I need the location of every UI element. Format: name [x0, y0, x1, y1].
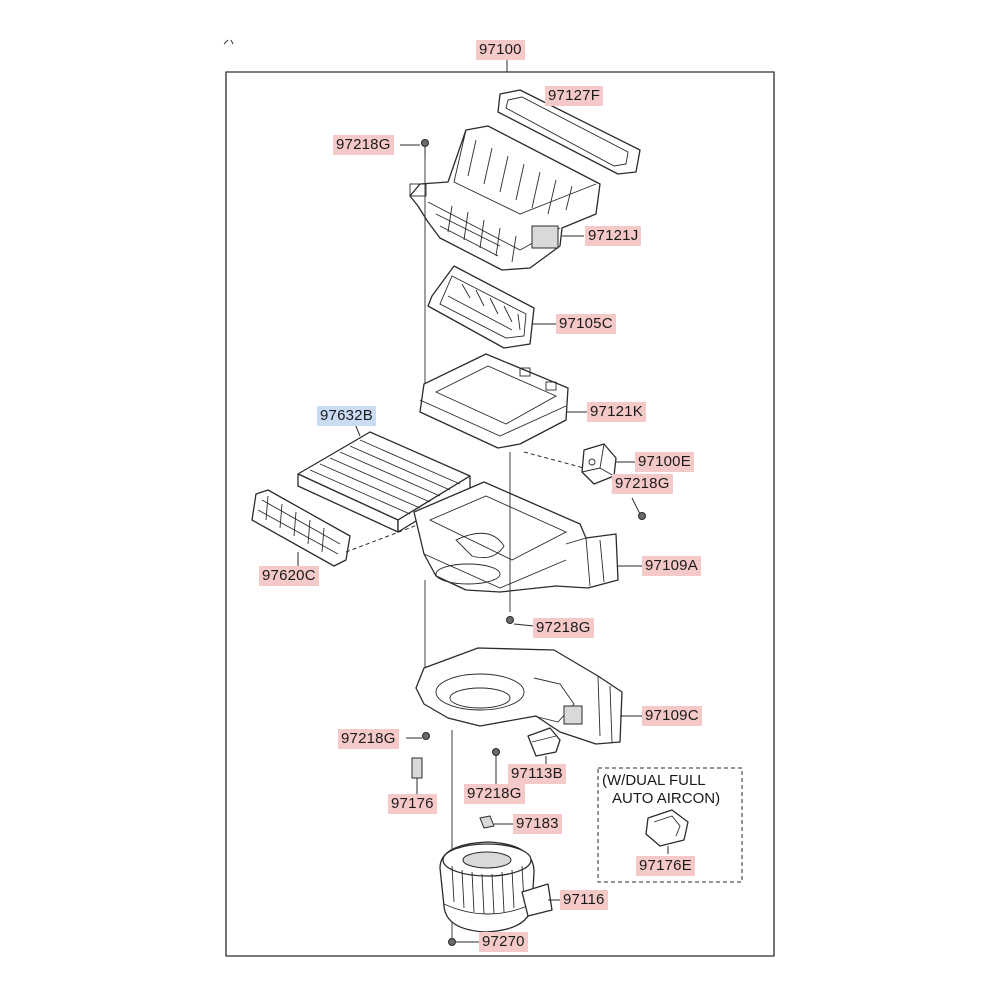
filter-cover-97620C — [251, 489, 351, 567]
label-97218G-top: 97218G — [333, 135, 394, 155]
blower-upper-case-97109A — [413, 481, 619, 593]
intake-lower-case-97121K — [419, 353, 569, 449]
label-97218G-low: 97218G — [464, 784, 525, 804]
label-97632B[interactable]: 97632B — [317, 406, 376, 426]
label-97270: 97270 — [479, 932, 528, 952]
label-97105C: 97105C — [556, 314, 616, 334]
label-97176: 97176 — [388, 794, 437, 814]
label-97620C: 97620C — [259, 566, 319, 586]
label-97183: 97183 — [513, 814, 562, 834]
label-97121K: 97121K — [587, 402, 646, 422]
screw-97218G-mid — [506, 616, 514, 624]
screw-97270 — [448, 938, 456, 946]
blower-lower-case-97109C — [415, 647, 623, 745]
label-97116: 97116 — [560, 890, 608, 910]
intake-upper-case-97121J — [409, 125, 601, 271]
blower-resistor-97113B — [527, 727, 561, 757]
intake-door-97105C — [427, 265, 535, 349]
sensor-97183 — [479, 815, 495, 829]
label-97127F: 97127F — [545, 86, 604, 106]
label-97109A: 97109A — [642, 556, 701, 576]
gasket-97127F — [497, 89, 641, 175]
assembly-frame — [225, 60, 775, 957]
blower-motor-97116 — [439, 841, 553, 933]
screw-97218G-low — [492, 748, 500, 784]
label-97176E: 97176E — [636, 856, 695, 876]
screw-97218G-right — [631, 497, 646, 520]
option-note-line2: AUTO AIRCON) — [612, 790, 721, 807]
label-97218G-left: 97218G — [338, 729, 399, 749]
screw-97218G-left — [422, 732, 430, 740]
screw-97218G-top — [421, 139, 429, 158]
label-97100E: 97100E — [635, 452, 694, 472]
clip-97176 — [411, 757, 423, 794]
label-97218G-mid: 97218G — [533, 618, 594, 638]
label-97109C: 97109C — [642, 706, 702, 726]
label-97100: 97100 — [476, 40, 525, 60]
option-box — [597, 767, 743, 883]
label-97218G-right: 97218G — [612, 474, 673, 494]
intake-actuator-97100E — [581, 443, 617, 485]
option-note-line1: (W/DUAL FULL — [602, 772, 706, 789]
label-97121J: 97121J — [585, 226, 642, 246]
label-97113B: 97113B — [508, 764, 566, 784]
